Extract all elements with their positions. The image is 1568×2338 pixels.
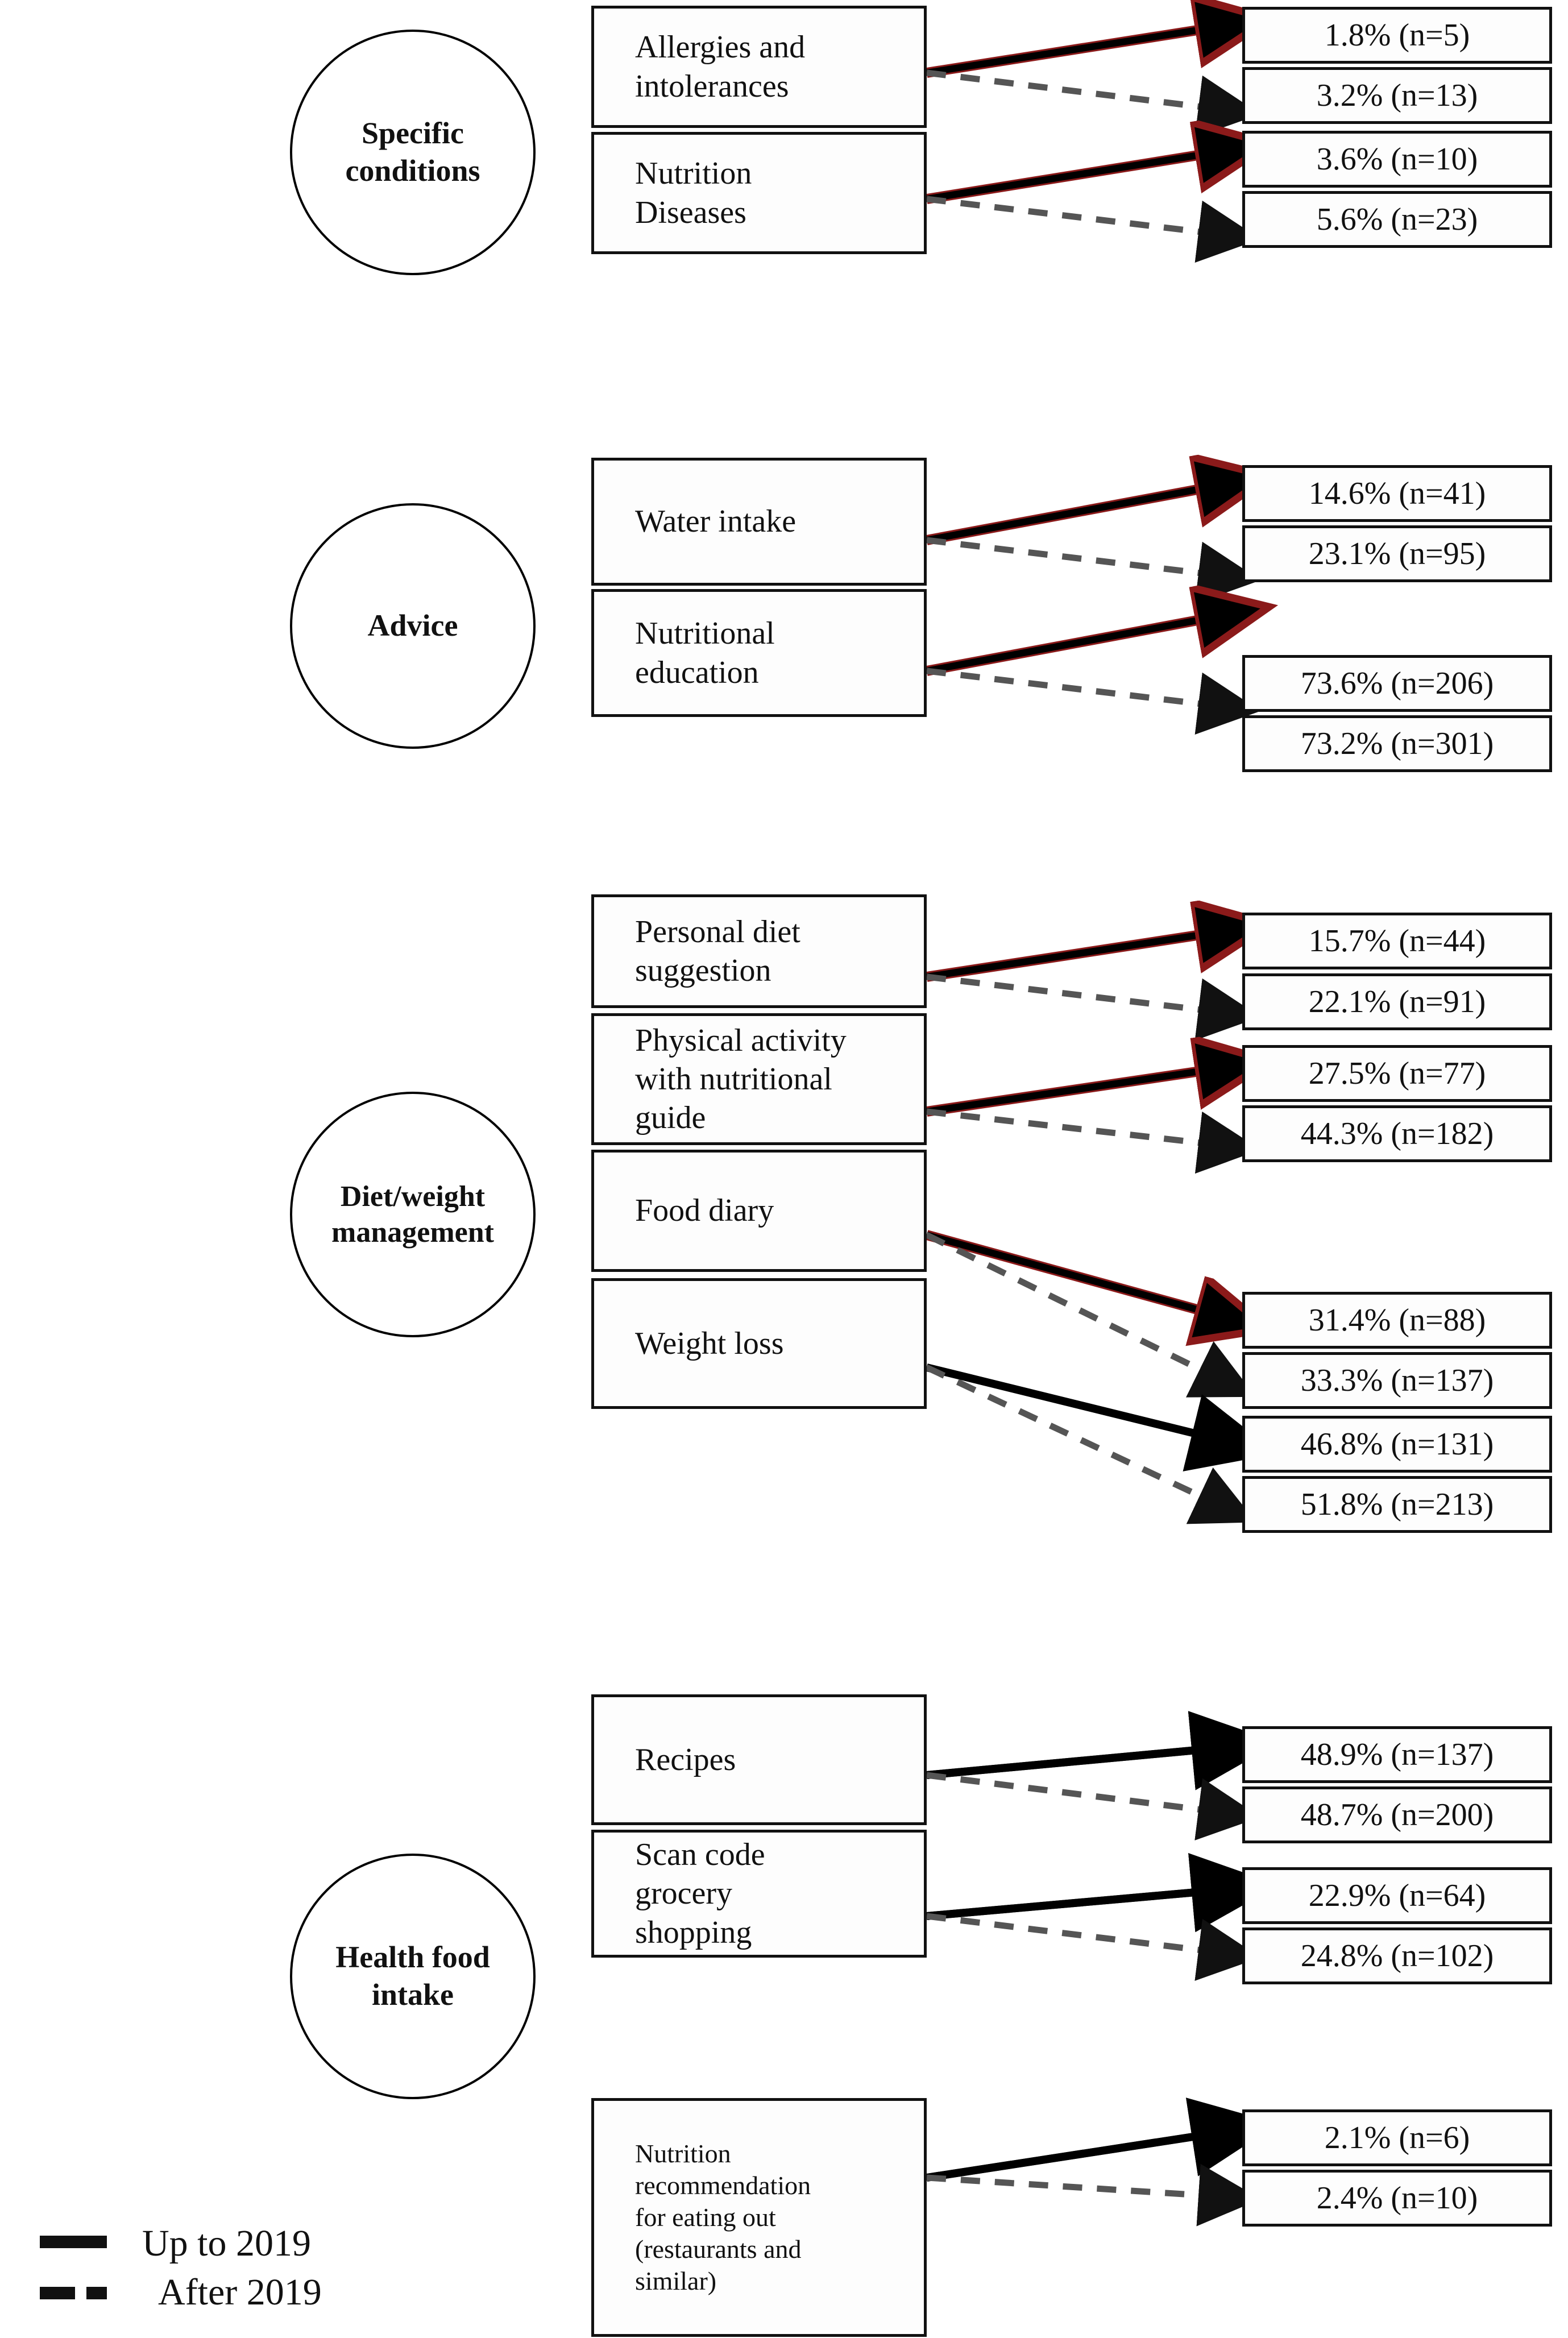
feature-box-food-diary[interactable]: Food diary — [591, 1150, 927, 1272]
dashed-line-icon — [40, 2287, 75, 2299]
value-label: 44.3% (n=182) — [1300, 1116, 1494, 1151]
value-box-after-2019[interactable]: 73.2% (n=301) — [1242, 715, 1552, 772]
value-label: 3.2% (n=13) — [1316, 78, 1478, 113]
value-box-up-to-2019[interactable]: 14.6% (n=41) — [1242, 465, 1552, 522]
value-box-up-to-2019[interactable]: 22.9% (n=64) — [1242, 1867, 1552, 1924]
value-label: 31.4% (n=88) — [1308, 1303, 1486, 1338]
value-box-after-2019[interactable]: 48.7% (n=200) — [1242, 1786, 1552, 1843]
legend-label-after-2019: After 2019 — [158, 2271, 322, 2313]
value-label: 33.3% (n=137) — [1300, 1363, 1494, 1398]
value-label: 73.2% (n=301) — [1300, 726, 1494, 761]
value-box-up-to-2019[interactable]: 15.7% (n=44) — [1242, 913, 1552, 969]
value-label: 14.6% (n=41) — [1308, 476, 1486, 511]
value-label: 15.7% (n=44) — [1308, 923, 1486, 959]
value-box-up-to-2019[interactable]: 2.1% (n=6) — [1242, 2109, 1552, 2166]
category-circle-advice[interactable]: Advice — [290, 503, 536, 749]
value-label: 22.9% (n=64) — [1308, 1878, 1486, 1913]
value-box-after-2019[interactable]: 24.8% (n=102) — [1242, 1927, 1552, 1984]
value-box-after-2019[interactable]: 51.8% (n=213) — [1242, 1476, 1552, 1533]
value-label: 5.6% (n=23) — [1316, 202, 1478, 237]
value-label: 46.8% (n=131) — [1300, 1427, 1494, 1462]
value-box-up-to-2019[interactable]: 48.9% (n=137) — [1242, 1726, 1552, 1783]
legend-label-up-to-2019: Up to 2019 — [142, 2223, 311, 2264]
category-label: Advice — [367, 608, 458, 643]
value-box-after-2019[interactable]: 44.3% (n=182) — [1242, 1105, 1552, 1162]
value-box-up-to-2019[interactable]: 3.6% (n=10) — [1242, 131, 1552, 188]
value-label: 23.1% (n=95) — [1308, 536, 1486, 571]
feature-box-water-intake[interactable]: Water intake — [591, 458, 927, 586]
value-box-after-2019[interactable]: 3.2% (n=13) — [1242, 67, 1552, 124]
legend: Up to 2019 After 2019 — [34, 2212, 387, 2320]
value-box-after-2019[interactable]: 2.4% (n=10) — [1242, 2170, 1552, 2227]
value-box-up-to-2019[interactable]: 73.6% (n=206) — [1242, 655, 1552, 712]
value-label: 27.5% (n=77) — [1308, 1056, 1486, 1091]
value-label: 48.9% (n=137) — [1300, 1737, 1494, 1772]
feature-label: Water intake — [635, 504, 797, 540]
dashed-line-icon-segment — [86, 2287, 107, 2299]
value-label: 2.4% (n=10) — [1316, 2181, 1478, 2216]
value-box-after-2019[interactable]: 22.1% (n=91) — [1242, 973, 1552, 1030]
value-label: 3.6% (n=10) — [1316, 142, 1478, 177]
value-box-up-to-2019[interactable]: 27.5% (n=77) — [1242, 1045, 1552, 1102]
solid-line-icon — [40, 2236, 107, 2248]
value-label: 48.7% (n=200) — [1300, 1797, 1494, 1833]
value-label: 2.1% (n=6) — [1324, 2120, 1470, 2155]
value-box-after-2019[interactable]: 23.1% (n=95) — [1242, 525, 1552, 582]
value-label: 1.8% (n=5) — [1324, 18, 1470, 53]
value-box-after-2019[interactable]: 5.6% (n=23) — [1242, 191, 1552, 248]
value-box-up-to-2019[interactable]: 46.8% (n=131) — [1242, 1416, 1552, 1473]
value-box-up-to-2019[interactable]: 31.4% (n=88) — [1242, 1292, 1552, 1349]
feature-box-recipes[interactable]: Recipes — [591, 1694, 927, 1825]
value-box-up-to-2019[interactable]: 1.8% (n=5) — [1242, 7, 1552, 64]
value-label: 22.1% (n=91) — [1308, 984, 1486, 1019]
value-label: 73.6% (n=206) — [1300, 666, 1494, 701]
value-label: 24.8% (n=102) — [1300, 1938, 1494, 1974]
value-box-after-2019[interactable]: 33.3% (n=137) — [1242, 1352, 1552, 1409]
feature-label: Food diary — [635, 1193, 774, 1229]
feature-label: Recipes — [635, 1742, 736, 1777]
value-label: 51.8% (n=213) — [1300, 1487, 1494, 1522]
feature-label: Weight loss — [635, 1325, 784, 1361]
feature-box-weight-loss[interactable]: Weight loss — [591, 1278, 927, 1409]
